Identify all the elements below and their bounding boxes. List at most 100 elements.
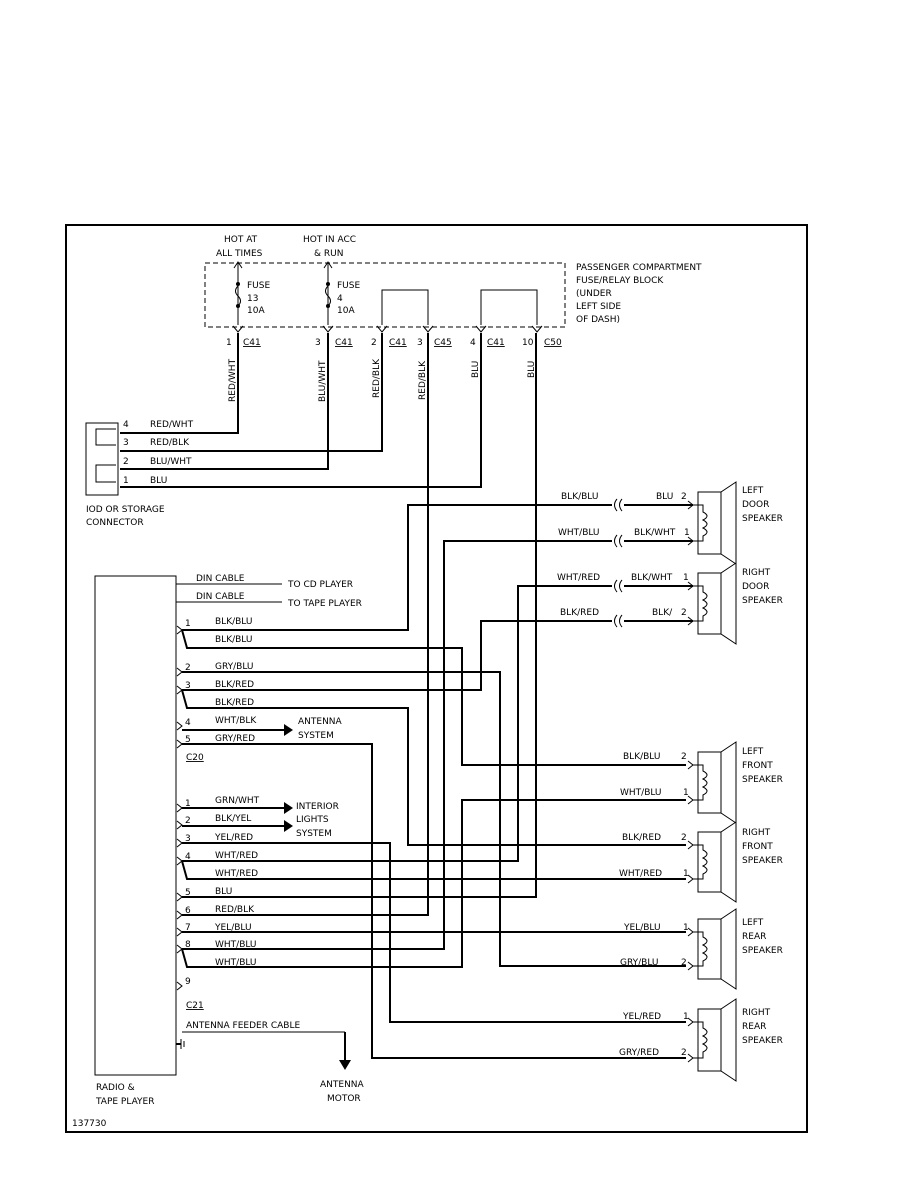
iod-label: IOD OR STORAGE xyxy=(86,505,165,515)
wire-color-label: BLK/RED xyxy=(560,608,599,618)
fuse-block-label-line: FUSE/RELAY BLOCK xyxy=(576,276,664,286)
antenna-motor-label: ANTENNA xyxy=(320,1080,365,1090)
speaker-name: SPEAKER xyxy=(742,856,783,866)
wire-color-label: BLK/RED xyxy=(215,680,254,690)
speaker-right-rear: RIGHT REAR SPEAKER YEL/RED 1 GRY/RED 2 xyxy=(619,998,783,1082)
hot-at-all-times-label: HOT AT xyxy=(224,235,258,245)
radio-pin-ticks xyxy=(176,625,183,991)
speaker-name: FRONT xyxy=(742,761,773,771)
speaker-pin-number: 2 xyxy=(681,608,687,618)
speaker-coil-icon xyxy=(693,585,708,622)
c20-pin-number: 5 xyxy=(185,735,191,745)
c21-pin-number: 5 xyxy=(185,888,191,898)
wire-blk-blu-left-door xyxy=(182,504,612,631)
wire-wht-red-right-front xyxy=(181,860,686,880)
wire-blu-radio xyxy=(182,333,537,898)
c21-pin-number: 8 xyxy=(185,940,191,950)
speaker-name: REAR xyxy=(742,932,766,942)
speaker-name: LEFT xyxy=(742,486,764,496)
fuse-block-label-line: LEFT SIDE xyxy=(576,302,621,312)
wire-color-label: BLK/ xyxy=(652,608,673,618)
wire-color-label: WHT/BLK xyxy=(215,716,257,726)
block-pin-number: 10 xyxy=(522,338,534,348)
figure-id: 137730 xyxy=(72,1119,107,1129)
speaker-cone-icon xyxy=(720,908,737,990)
speaker-cone-icon xyxy=(720,481,737,565)
wire-color-label: WHT/RED xyxy=(557,573,600,583)
wire-red-wht xyxy=(120,333,239,434)
speaker-pin-number: 1 xyxy=(683,1012,689,1022)
speaker-name: RIGHT xyxy=(742,568,771,578)
fuse-icon xyxy=(235,285,241,307)
wire-color-label: BLU xyxy=(215,887,232,897)
wire-color-label: BLK/BLU xyxy=(215,635,252,645)
speaker-pin-number: 2 xyxy=(681,1048,687,1058)
wire-color-label: BLK/WHT xyxy=(631,573,673,583)
wire-gry-red-right-rear xyxy=(182,743,686,1059)
terminal-icon xyxy=(376,325,388,333)
c21-pin-number: 9 xyxy=(185,977,191,987)
wire-color-label: BLU xyxy=(527,361,537,378)
diagram-frame xyxy=(65,224,808,1133)
speaker-name: SPEAKER xyxy=(742,1036,783,1046)
connector-id: C41 xyxy=(487,338,505,348)
terminal-icon xyxy=(475,325,487,333)
wire-color-label: BLK/YEL xyxy=(215,814,251,824)
arrow-right-icon xyxy=(284,820,293,832)
fuse-node xyxy=(326,282,330,286)
fuse-node xyxy=(236,304,240,308)
speaker-name: SPEAKER xyxy=(742,775,783,785)
block-pin-number: 1 xyxy=(226,338,232,348)
c21-pin-number: 1 xyxy=(185,799,191,809)
radio-tape-player xyxy=(94,575,177,1076)
hot-at-all-times-label: ALL TIMES xyxy=(216,249,263,259)
wire-color-label: GRY/BLU xyxy=(620,958,659,968)
din-cable-label: DIN CABLE xyxy=(196,592,245,602)
iod-pin-number: 4 xyxy=(123,420,129,430)
wire-color-label: BLK/WHT xyxy=(634,528,676,538)
block-terminals xyxy=(232,325,543,333)
c20-pin-number: 2 xyxy=(185,663,191,673)
antenna-system-label: SYSTEM xyxy=(298,731,334,741)
arrow-up-icon xyxy=(233,261,243,269)
wire-wht-blu-left-front xyxy=(181,799,686,968)
speaker-name: RIGHT xyxy=(742,828,771,838)
terminal-icon xyxy=(687,927,694,971)
fuse-node xyxy=(326,304,330,308)
wire-color-label: RED/BLK xyxy=(215,905,255,915)
internal-bridge xyxy=(381,289,429,325)
terminal-icon xyxy=(687,1017,694,1063)
fuse-block-label-line: (UNDER xyxy=(576,289,612,299)
wire-gry-blu-left-rear xyxy=(182,671,686,967)
speaker-left-door: LEFT DOOR SPEAKER xyxy=(687,481,783,565)
speaker-pin-number: 2 xyxy=(681,492,687,502)
wire-color-label: WHT/RED xyxy=(619,869,662,879)
speaker-name: RIGHT xyxy=(742,1008,771,1018)
iod-label: CONNECTOR xyxy=(86,518,144,528)
wire-color-label: WHT/BLU xyxy=(215,940,257,950)
iod-connector-body xyxy=(85,422,119,496)
din-cable-destination: TO CD PLAYER xyxy=(287,580,353,590)
wire-color-label: YEL/BLU xyxy=(623,923,661,933)
antenna-system-label: ANTENNA xyxy=(298,717,343,727)
arrow-right-icon xyxy=(284,802,293,814)
speaker-body-icon xyxy=(697,572,722,635)
terminal-icon xyxy=(687,840,694,884)
wire-color-label: BLU xyxy=(656,492,673,502)
speaker-cone-icon xyxy=(720,998,737,1082)
wire-color-label: BLU/WHT xyxy=(318,360,328,402)
speaker-body-icon xyxy=(697,918,722,980)
speaker-cone-icon xyxy=(720,562,737,645)
c21-pin-number: 7 xyxy=(185,923,191,933)
speaker-name: DOOR xyxy=(742,582,769,592)
din-cable-destination: TO TAPE PLAYER xyxy=(287,599,362,609)
antenna-feeder-label: ANTENNA FEEDER CABLE xyxy=(186,1021,300,1031)
radio-label: TAPE PLAYER xyxy=(95,1097,154,1107)
terminal-icon xyxy=(232,325,244,333)
speaker-name: FRONT xyxy=(742,842,773,852)
arrow-down-icon xyxy=(339,1060,351,1070)
wire-color-label: BLK/BLU xyxy=(623,752,660,762)
wire-color-label: BLU xyxy=(150,476,167,486)
wire-blk-red-right-front xyxy=(181,689,686,846)
